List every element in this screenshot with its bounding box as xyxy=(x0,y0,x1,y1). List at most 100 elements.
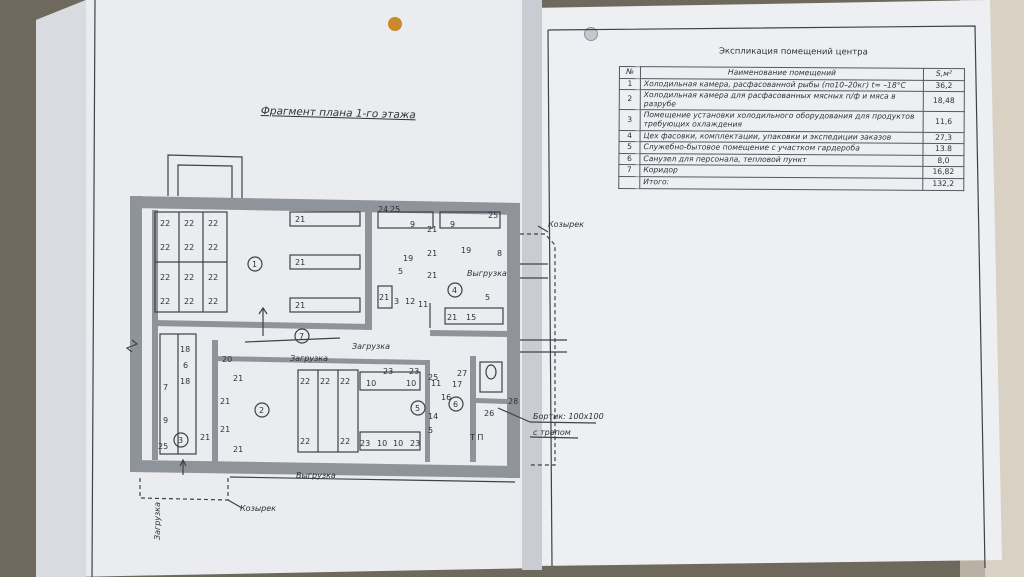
equip-21-k: 21 xyxy=(427,271,437,280)
row-area: 27,3 xyxy=(923,131,965,144)
equip-25-a: 25 xyxy=(390,205,400,214)
equip-22-j: 22 xyxy=(160,297,170,306)
equip-23-a: 23 xyxy=(383,367,393,376)
equip-21-i: 21 xyxy=(427,225,437,234)
room-number-5: 5 xyxy=(415,404,420,413)
equip-14: 14 xyxy=(428,412,438,421)
equip-22-i: 22 xyxy=(208,273,218,282)
equip-22-o: 22 xyxy=(340,377,350,386)
equip-19-a: 19 xyxy=(403,254,413,263)
equip-19-b: 19 xyxy=(461,246,471,255)
equip-10-c: 10 xyxy=(377,439,387,448)
label-bortik: Бортик: 100х100 xyxy=(533,412,604,421)
equip-12: 12 xyxy=(405,297,415,306)
table-row: 2 Холодильная камера для расфасованных м… xyxy=(619,89,965,112)
equip-21-j: 21 xyxy=(427,249,437,258)
equip-22-h: 22 xyxy=(184,273,194,282)
label-tp: Т П xyxy=(469,433,483,442)
label-vygruzka-bottom: Выгрузка xyxy=(296,471,336,480)
equip-21-a: 21 xyxy=(295,215,305,224)
equip-21-c: 21 xyxy=(295,301,305,310)
equip-6: 6 xyxy=(183,361,188,370)
equip-23-b: 23 xyxy=(409,367,419,376)
label-kozyrek-bottom: Козырек xyxy=(240,504,276,513)
equip-28: 28 xyxy=(508,397,518,406)
equip-21-d: 21 xyxy=(233,374,243,383)
equip-21-m: 21 xyxy=(447,313,457,322)
row-num: 3 xyxy=(619,109,641,131)
header-area: S,м² xyxy=(923,68,965,81)
equip-22-e: 22 xyxy=(184,243,194,252)
equip-5-a: 5 xyxy=(398,267,403,276)
room-number-2: 2 xyxy=(259,406,264,415)
equip-9-a: 9 xyxy=(410,220,415,229)
equip-11-b: 11 xyxy=(431,379,441,388)
equip-21-l: 21 xyxy=(379,293,389,302)
explication-table: № Наименование помещений S,м² 1 Холодиль… xyxy=(618,66,965,191)
equip-8: 8 xyxy=(497,249,502,258)
row-area: 132,2 xyxy=(922,178,964,191)
equip-11-a: 11 xyxy=(418,300,428,309)
equip-17: 17 xyxy=(452,380,462,389)
label-vygruzka-room4: Выгрузка xyxy=(467,269,507,278)
equip-22-a: 22 xyxy=(160,219,170,228)
equip-10-d: 10 xyxy=(393,439,403,448)
row-area: 13.8 xyxy=(922,143,965,156)
floor-plan-drawing: 1 2 3 4 5 6 7 22 22 22 22 22 22 22 22 22… xyxy=(125,154,604,540)
equip-3: 3 xyxy=(394,297,399,306)
equip-22-g: 22 xyxy=(160,273,170,282)
equip-5-b: 5 xyxy=(485,293,490,302)
row-area: 11,6 xyxy=(923,111,965,133)
equip-21-e: 21 xyxy=(220,397,230,406)
equip-23-d: 23 xyxy=(410,439,420,448)
equip-21-f: 21 xyxy=(220,425,230,434)
explication-title: Экспликация помещений центра xyxy=(718,46,868,58)
row-num: 6 xyxy=(618,153,640,165)
room-number-7: 7 xyxy=(299,332,304,341)
row-name: Помещение установки холодильного оборудо… xyxy=(640,110,924,132)
equip-26: 26 xyxy=(484,409,494,418)
equip-22-p: 22 xyxy=(300,437,310,446)
header-num: № xyxy=(619,66,641,79)
row-num: 1 xyxy=(619,78,641,90)
equip-15: 15 xyxy=(466,313,476,322)
equip-22-q: 22 xyxy=(340,437,350,446)
equip-16: 16 xyxy=(441,393,451,402)
equip-22-d: 22 xyxy=(160,243,170,252)
table-total-row: Итого: 132,2 xyxy=(618,176,964,191)
row-num: 2 xyxy=(619,89,641,111)
label-zagruzka-vertical: Загрузка xyxy=(153,502,162,540)
room-number-3: 3 xyxy=(178,436,183,445)
row-area: 18,48 xyxy=(923,91,965,112)
equip-25-d: 25 xyxy=(428,373,438,382)
equip-9-b: 9 xyxy=(450,220,455,229)
equip-5-c: 5 xyxy=(428,426,433,435)
room-number-4: 4 xyxy=(452,286,457,295)
equip-22-f: 22 xyxy=(208,243,218,252)
equip-10-b: 10 xyxy=(406,379,416,388)
equip-27: 27 xyxy=(457,369,467,378)
equip-22-m: 22 xyxy=(300,377,310,386)
equip-21-h: 21 xyxy=(200,433,210,442)
label-zagruzka-corridor: Загрузка xyxy=(352,342,390,351)
row-num: 5 xyxy=(618,141,641,154)
equip-22-c: 22 xyxy=(208,219,218,228)
row-name: Холодильная камера для расфасованных мяс… xyxy=(640,89,924,112)
equip-24: 24 xyxy=(378,205,388,214)
equip-7: 7 xyxy=(163,383,168,392)
equip-22-n: 22 xyxy=(320,377,330,386)
equip-21-b: 21 xyxy=(295,258,305,267)
table-row: 3 Помещение установки холодильного обору… xyxy=(619,109,965,133)
row-num xyxy=(618,176,640,189)
row-num: 7 xyxy=(618,164,640,177)
room-number-6: 6 xyxy=(453,400,458,409)
row-area: 16,82 xyxy=(922,166,964,179)
equip-20: 20 xyxy=(222,355,232,364)
label-kozyrek-right: Козырек xyxy=(548,220,584,229)
row-area: 36,2 xyxy=(923,79,965,92)
row-num: 4 xyxy=(619,130,641,142)
row-name: Итого: xyxy=(639,176,923,190)
row-area: 8,0 xyxy=(922,155,964,167)
equip-10-a: 10 xyxy=(366,379,376,388)
